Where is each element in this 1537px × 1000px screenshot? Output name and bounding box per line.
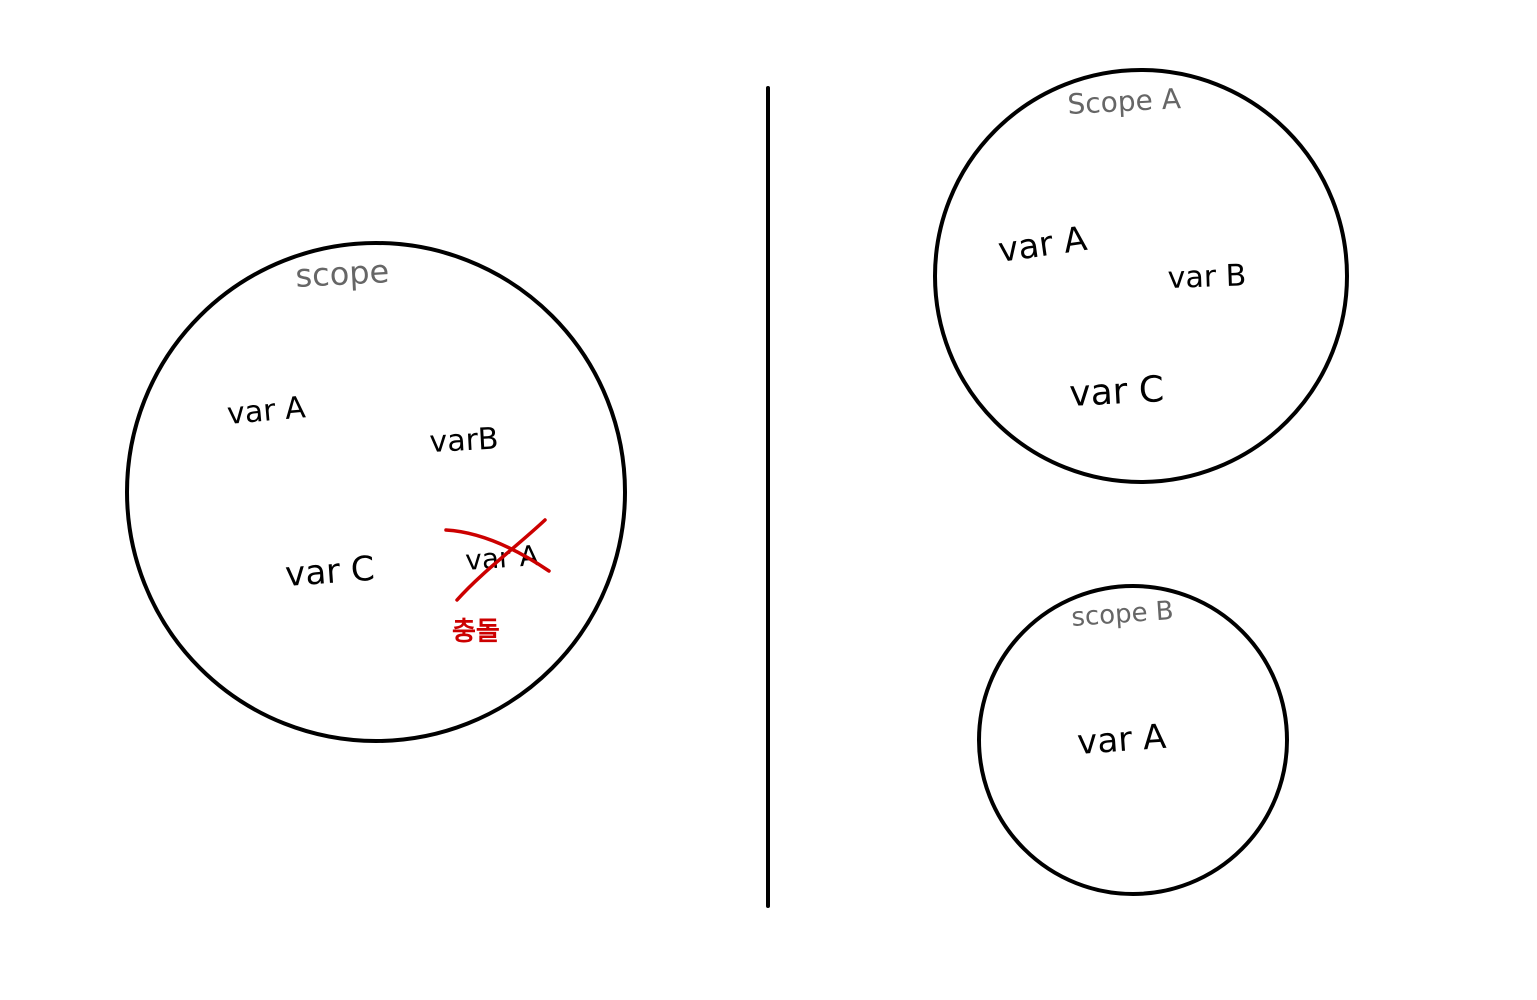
cross-out-stroke-2 <box>455 518 547 602</box>
scope-a-var-c: var C <box>1068 369 1165 415</box>
scope-b-var-a: var A <box>1076 717 1168 763</box>
scope-a-group: Scope A var A var B var C <box>933 68 1349 484</box>
left-scope-circle <box>125 241 627 743</box>
left-scope-group: scope var A varB var C var A 충돌 <box>125 241 627 743</box>
left-var-c: var C <box>284 549 376 595</box>
scope-a-var-b: var B <box>1167 258 1247 296</box>
scope-a-label: Scope A <box>1067 82 1182 121</box>
scope-b-label: scope B <box>1070 596 1174 633</box>
scope-a-circle <box>933 68 1349 484</box>
left-var-a: var A <box>226 390 308 432</box>
left-var-b: varB <box>429 421 500 460</box>
scope-b-circle <box>977 584 1289 896</box>
cross-out-stroke-1 <box>444 528 551 573</box>
scope-b-group: scope B var A <box>977 584 1289 896</box>
scope-a-var-a: var A <box>996 219 1090 271</box>
left-scope-label: scope <box>294 252 390 295</box>
conflict-note: 충돌 <box>452 617 500 647</box>
